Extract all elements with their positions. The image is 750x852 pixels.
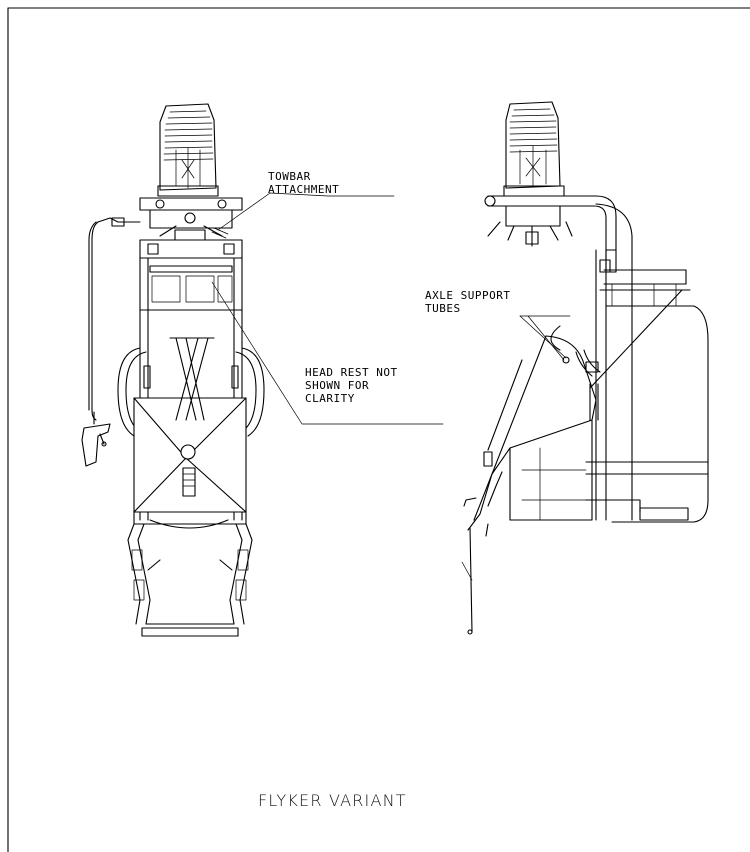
headrest-label-line3: CLARITY — [305, 392, 355, 405]
front-top-frame — [139, 197, 243, 273]
side-harness — [461, 335, 707, 635]
front-lower-frame — [127, 511, 253, 637]
headrest-label-line2: SHOWN FOR — [305, 379, 370, 392]
headrest-label-line1: HEAD REST NOT — [305, 366, 398, 379]
side-gas-cylinder — [611, 305, 709, 523]
towbar-leader — [269, 192, 395, 197]
axle-support-label: AXLE SUPPORT TUBES — [425, 289, 510, 315]
headrest-leader — [211, 281, 444, 425]
leader-lines — [211, 192, 571, 425]
side-view — [461, 101, 709, 635]
front-hose-and-valve — [81, 217, 141, 467]
side-axle-support-tubes — [550, 289, 691, 421]
front-view — [81, 103, 265, 637]
drawing-caption: FLYKER VARIANT — [258, 791, 407, 810]
front-harness — [133, 337, 247, 513]
axle-leader — [519, 315, 571, 361]
towbar-label-line2: ATTACHMENT — [268, 183, 340, 196]
towbar-label-line1: TOWBAR — [268, 170, 311, 183]
axle-label-line1: AXLE SUPPORT — [425, 289, 511, 302]
front-side-hoops — [117, 347, 265, 437]
head-rest-label: HEAD REST NOT SHOWN FOR CLARITY — [305, 366, 398, 405]
axle-label-line2: TUBES — [425, 302, 461, 315]
front-burner-coil — [157, 103, 219, 197]
side-top-manifold — [484, 195, 633, 521]
towbar-attachment-label: TOWBAR ATTACHMENT — [268, 170, 339, 196]
sheet-border — [7, 7, 750, 852]
side-burner-coil — [503, 101, 565, 197]
